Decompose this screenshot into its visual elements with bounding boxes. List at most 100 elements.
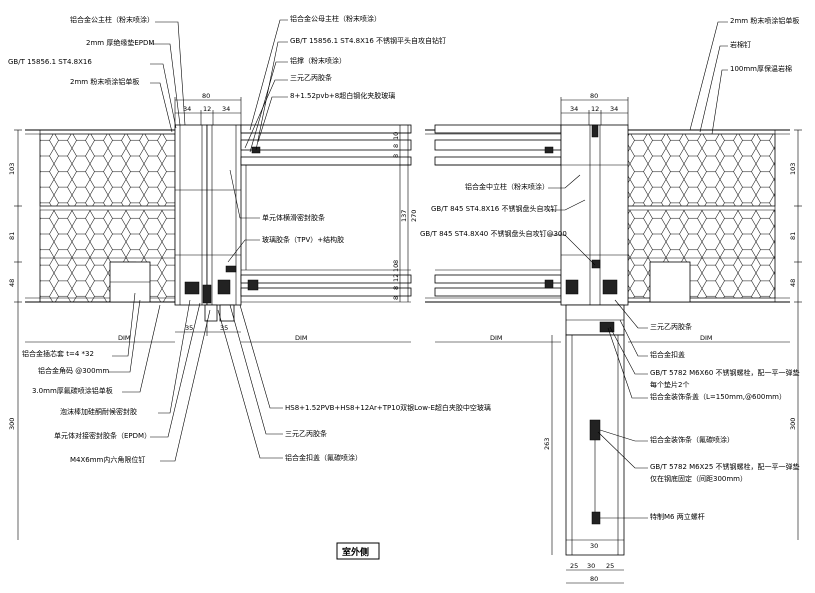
label-l7: 3.0mm厚氟碳喷涂铝单板: [32, 386, 113, 395]
left-top-dims: 80 34 12 34: [174, 92, 242, 125]
label-r8: 铝合金扣盖: [650, 350, 685, 359]
label-l2: 2mm 厚绝缘垫EPDM: [86, 38, 154, 47]
svg-text:30: 30: [590, 542, 598, 550]
svg-text:81: 81: [789, 232, 797, 240]
svg-text:12: 12: [591, 105, 599, 113]
right-mullion-frame: [206, 124, 242, 306]
svg-text:DIM: DIM: [490, 334, 503, 342]
svg-text:8: 8: [392, 296, 400, 300]
dim-glass-270: 270: [410, 210, 418, 222]
right-insulation-top: [627, 133, 776, 207]
label-r12: 铝合金装饰条（氟碳喷涂）: [650, 435, 734, 444]
left-leaders: [108, 21, 211, 462]
label-l6: 铝合金角码 @300mm: [38, 366, 109, 375]
right-annotations: 2mm 粉末喷涂铝单板 岩棉钉 100mm厚保温岩棉 铝合金中立柱（粉末喷涂） …: [420, 16, 800, 521]
svg-text:48: 48: [789, 279, 797, 287]
label-m1: 铝合金公母主柱（粉末喷涂）: [290, 14, 381, 23]
svg-text:80: 80: [590, 575, 598, 583]
label-m5: 8+1.52pvb+8超白钢化夹胶玻璃: [290, 91, 395, 100]
svg-text:30: 30: [587, 562, 595, 570]
label-r10: 每个垫片2个: [650, 380, 689, 389]
label-m7: 玻璃胶条（TPV）+结构胶: [262, 235, 344, 244]
glass-pane-b2: [240, 287, 412, 297]
glass-pane-mid: [240, 139, 412, 151]
dim-glass-137: 137: [400, 210, 408, 222]
label-r6: GB/T 845 ST4.8X40 不锈钢盘头自攻钉@300: [420, 229, 567, 238]
left-annotations: 铝合金公主柱（粉末喷涂） 2mm 厚绝缘垫EPDM GB/T 15856.1 S…: [8, 15, 154, 464]
center-mullion: [560, 124, 629, 306]
dim-left-12: 12: [203, 105, 211, 113]
svg-text:34: 34: [610, 105, 618, 113]
dim-left-300: 300: [8, 418, 16, 430]
label-l8: 泡沫棒加硅酮耐候密封胶: [60, 407, 137, 416]
label-m9: 三元乙丙胶条: [285, 429, 327, 438]
svg-text:12: 12: [392, 274, 400, 282]
label-m6: 单元体横滑密封胶条: [262, 213, 325, 222]
glass-pane-b1: [240, 274, 412, 284]
label-l4: 2mm 粉末喷涂铝单板: [70, 77, 139, 86]
glass-pane-lower: [240, 156, 412, 166]
label-r14: 仅在钢底固定（间距300mm）: [650, 474, 747, 483]
dim-left-81: 81: [8, 232, 16, 240]
label-r2: 岩棉钉: [730, 40, 751, 49]
left-bottom-dims: 35 35 DIM DIM: [25, 320, 411, 343]
insulation-hatch-top: [39, 133, 176, 207]
label-l1: 铝合金公主柱（粉末喷涂）: [70, 15, 154, 24]
svg-text:8: 8: [392, 260, 400, 264]
left-detail: [25, 124, 412, 322]
right-detail: [425, 124, 790, 556]
mid-annotations: 铝合金公母主柱（粉末喷涂） GB/T 15856.1 ST4.8X16 不锈钢平…: [262, 14, 491, 462]
dim-left-35a: 35: [185, 324, 193, 332]
glass-vertical-dims: 8 8 10 8 8 12 10 8 137 270: [392, 125, 418, 302]
svg-text:34: 34: [570, 105, 578, 113]
svg-text:8: 8: [392, 144, 400, 148]
label-r5: GB/T 845 ST4.8X16 不锈钢盘头自攻钉: [431, 204, 557, 213]
dim-left-34b: 34: [222, 105, 230, 113]
label-l3: GB/T 15856.1 ST4.8X16: [8, 58, 92, 66]
svg-text:25: 25: [606, 562, 614, 570]
label-l10: M4X6mm内六角限位钉: [70, 455, 145, 464]
label-m10: 铝合金扣盖（氟碳喷涂）: [285, 453, 362, 462]
svg-text:25: 25: [570, 562, 578, 570]
label-m3: 铝撑（粉末喷涂）: [290, 56, 346, 65]
label-l9: 单元体对接密封胶条（EPDM）: [54, 431, 151, 440]
label-l5: 铝合金插芯套 t=4 *32: [22, 349, 94, 358]
dim-left-dim1: DIM: [118, 334, 131, 342]
dim-left-35b: 35: [220, 324, 228, 332]
label-r9: GB/T 5782 M6X60 不锈钢螺栓，配一平一弹垫: [650, 368, 800, 377]
label-r15: 特制M6 两立螺杆: [650, 512, 705, 521]
label-r1: 2mm 粉末喷涂铝单板: [730, 16, 799, 25]
insulation-hatch-mid: [39, 209, 176, 303]
svg-text:8: 8: [392, 286, 400, 290]
svg-text:8: 8: [392, 154, 400, 158]
label-r11: 铝合金装饰条盖（L=150mm,@600mm）: [650, 392, 786, 401]
dim-right-80: 80: [590, 92, 598, 100]
dim-post-263: 263: [543, 438, 551, 450]
label-m4: 三元乙丙胶条: [290, 73, 332, 82]
svg-text:DIM: DIM: [700, 334, 713, 342]
label-r7: 三元乙丙胶条: [650, 322, 692, 331]
label-m8: HS8+1.52PVB+HS8+12Ar+TP10双银Low-E超白夹胶中空玻璃: [285, 403, 491, 412]
right-top-dims: 80 34 12 34: [560, 92, 629, 125]
left-mullion-frame: [174, 124, 208, 306]
dim-left-103: 103: [8, 163, 16, 175]
label-r4: 铝合金中立柱（粉末喷涂）: [465, 182, 549, 191]
left-vertical-dims: 103 81 48 300: [8, 129, 22, 540]
mid-leaders: [217, 19, 288, 459]
drawing-title: 室外侧: [342, 546, 369, 558]
dim-left-dim2: DIM: [295, 334, 308, 342]
svg-text:10: 10: [392, 132, 400, 140]
dim-left-34a: 34: [183, 105, 191, 113]
svg-text:103: 103: [789, 163, 797, 175]
glass-pane-top: [240, 124, 412, 134]
svg-text:10: 10: [392, 264, 400, 272]
dim-left-48: 48: [8, 279, 16, 287]
svg-text:300: 300: [789, 418, 797, 430]
right-leaders: [548, 21, 728, 519]
dim-left-80: 80: [202, 92, 210, 100]
label-m2: GB/T 15856.1 ST4.8X16 不锈钢平头自攻自钻钉: [290, 36, 446, 45]
right-dims: DIM DIM 103 81 48 300 263 80 25 30 25 30: [435, 129, 802, 584]
title-box: 室外侧: [336, 542, 380, 560]
